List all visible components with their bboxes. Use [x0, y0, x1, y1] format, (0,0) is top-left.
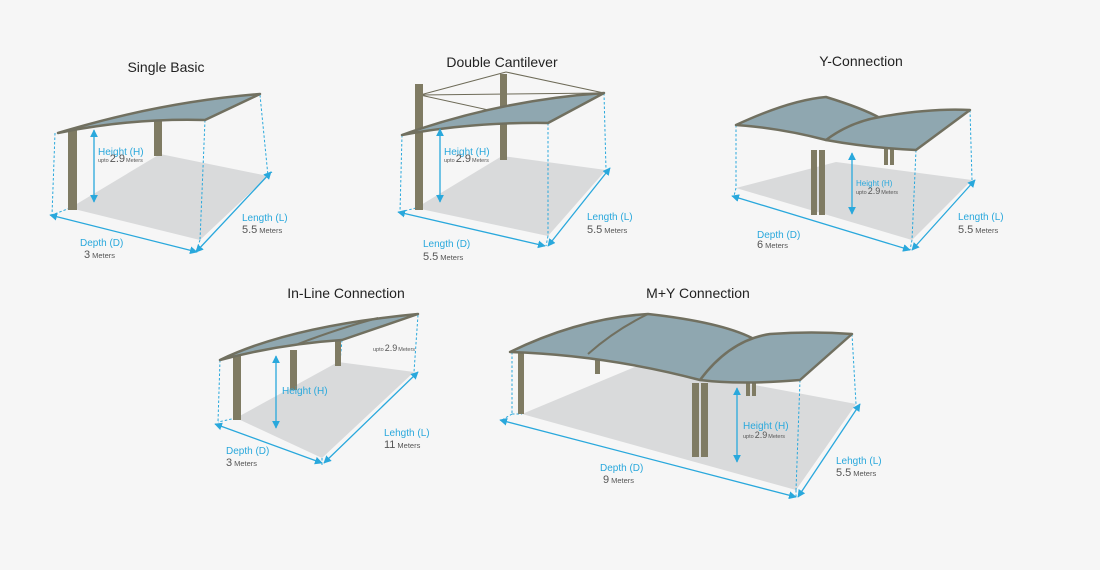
diagram-y-connection: Y-Connection Height (H) upto2.9Meters De… — [731, 53, 1004, 252]
height-value: upto2.9Meters — [743, 430, 785, 440]
height-label: Height (H) — [743, 421, 789, 432]
guide-line — [399, 207, 417, 213]
floor-area — [522, 364, 856, 490]
diagram-title: Double Cantilever — [446, 54, 558, 70]
length-dimension-arrow — [911, 179, 976, 251]
guide-line — [217, 417, 237, 423]
guide-line — [603, 92, 607, 171]
post — [518, 352, 524, 414]
canopy-roof-right — [698, 331, 854, 384]
guide-line — [851, 333, 857, 405]
height-value: upto2.9Meters — [444, 153, 489, 165]
height-label: Height (H) — [444, 147, 490, 158]
post — [233, 356, 241, 420]
depth-dimension-arrow — [49, 212, 198, 255]
height-label: Height (H) — [282, 386, 328, 397]
diagram-title: In-Line Connection — [287, 285, 405, 301]
depth-dimension-arrow — [731, 194, 911, 252]
depth-label: Length (D) — [423, 239, 470, 250]
guide-line — [545, 235, 549, 247]
floor-area — [736, 162, 972, 240]
diagram-single-basic: Single Basic Height (H) upto2.9Meters De… — [49, 59, 288, 261]
guide-line — [501, 413, 513, 421]
roof-joint — [297, 317, 379, 345]
length-label: Length (L) — [587, 212, 633, 223]
depth-dimension-arrow — [214, 422, 323, 465]
length-dimension-arrow — [797, 403, 861, 498]
post — [415, 84, 423, 210]
canopy-roof — [56, 92, 262, 135]
post — [692, 383, 699, 457]
height-value: upto2.9Meters — [98, 153, 143, 165]
post — [68, 130, 77, 210]
guide-line — [969, 109, 973, 181]
post — [595, 356, 600, 374]
height-label: Height (H) — [98, 147, 144, 158]
length-dimension-arrow — [195, 171, 272, 253]
depth-label: Depth (D) — [80, 238, 123, 249]
depth-label: Depth (D) — [600, 463, 643, 474]
diagram-title: Y-Connection — [819, 53, 903, 69]
canopy-roof-right — [824, 108, 972, 152]
diagram-title: Single Basic — [127, 59, 204, 75]
diagram-double-cantilever: Double Cantilever Height (H) upto2.9Mete… — [397, 54, 633, 263]
post — [811, 150, 817, 215]
diagram-my-connection: M+Y Connection Height (H) upto2.9Meters … — [499, 285, 882, 500]
guide-line — [399, 134, 403, 213]
height-value: upto2.9Meters — [856, 186, 898, 196]
post — [890, 145, 894, 165]
depth-label: Depth (D) — [757, 230, 800, 241]
depth-dimension-arrow — [397, 209, 546, 249]
depth-label: Depth (D) — [226, 446, 269, 457]
post — [701, 383, 708, 457]
tension-cable — [419, 71, 605, 124]
post — [884, 145, 888, 165]
guide-line — [413, 314, 419, 373]
roof-joint — [587, 313, 649, 355]
length-label: Lehgth (L) — [384, 428, 430, 439]
depth-dimension-arrow — [499, 417, 797, 500]
guide-line — [51, 132, 56, 216]
length-label: Length (L) — [958, 212, 1004, 223]
height-label: Height (H) — [856, 179, 893, 188]
post — [752, 376, 756, 396]
height-value: upto2.9Meters — [373, 343, 415, 353]
guide-line — [217, 359, 221, 423]
post — [335, 338, 341, 366]
canopy-roof — [400, 91, 606, 137]
post — [154, 120, 162, 156]
length-dimension-arrow — [323, 371, 419, 464]
post — [290, 350, 297, 390]
length-label: Lehgth (L) — [836, 456, 882, 467]
diagram-title: M+Y Connection — [646, 285, 750, 301]
guide-line — [733, 187, 737, 197]
floor-area — [416, 156, 606, 236]
guide-line — [909, 239, 913, 251]
diagram-inline-connection: In-Line Connection Height (H) upto2.9Met… — [214, 285, 430, 469]
post — [819, 150, 825, 215]
guide-line — [51, 207, 71, 216]
guide-line — [259, 94, 269, 177]
length-label: Length (L) — [242, 213, 288, 224]
length-dimension-arrow — [547, 167, 611, 247]
post — [746, 376, 750, 396]
